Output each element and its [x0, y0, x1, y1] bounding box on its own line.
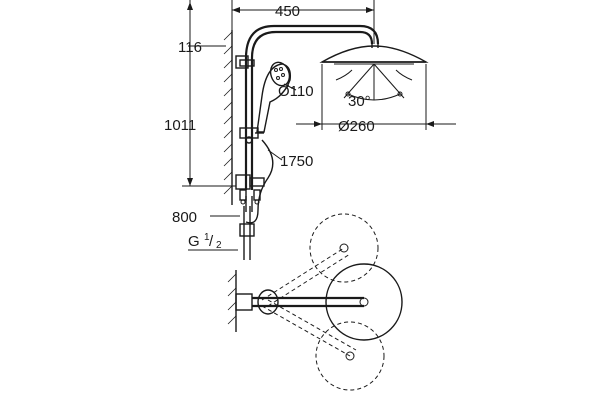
head-shower-top	[235, 263, 403, 341]
dim-label-800: 800	[172, 209, 197, 226]
dim-label-thread-g: G	[188, 233, 200, 250]
dim-overall-width: 450	[231, 0, 375, 44]
hand-shower	[256, 61, 292, 133]
wall-connections	[239, 189, 261, 205]
wall-front-view	[223, 30, 233, 205]
head-shower-rotated-bottom	[261, 299, 385, 391]
head-shower-front	[319, 45, 429, 101]
wall-bracket-bottom	[235, 174, 265, 190]
dim-hose-length: 1750	[267, 149, 313, 170]
dim-label-d110: Ø110	[278, 83, 314, 100]
dim-head-diameter: Ø260	[296, 64, 456, 135]
dim-inlet-distance: 800	[172, 209, 240, 226]
dim-label-thread-den: 2	[216, 240, 222, 251]
wall-bracket-top	[235, 55, 255, 69]
wall-hatching	[223, 31, 233, 195]
dim-label-thread-num: 1	[204, 232, 210, 243]
dim-thread: G 1 / 2	[188, 232, 238, 251]
dim-label-1011: 1011	[164, 117, 196, 134]
dim-label-d260: Ø260	[338, 118, 375, 135]
supply-pipe	[239, 206, 255, 260]
dim-label-thread-slash: /	[209, 233, 214, 250]
dim-wall-offset: 116	[178, 39, 226, 56]
head-shower-rotated-top	[261, 213, 379, 307]
hand-shower-slider	[239, 127, 264, 144]
dim-height: 1011	[164, 0, 236, 187]
shower-riser	[244, 24, 380, 190]
dim-label-1750: 1750	[280, 153, 313, 170]
dim-label-angle-left: 30°	[348, 93, 371, 110]
dim-angle: 30°	[348, 93, 371, 110]
wall-top-view	[227, 270, 237, 332]
dim-label-450: 450	[275, 3, 300, 20]
dim-hand-shower-diameter: Ø110	[278, 83, 314, 100]
